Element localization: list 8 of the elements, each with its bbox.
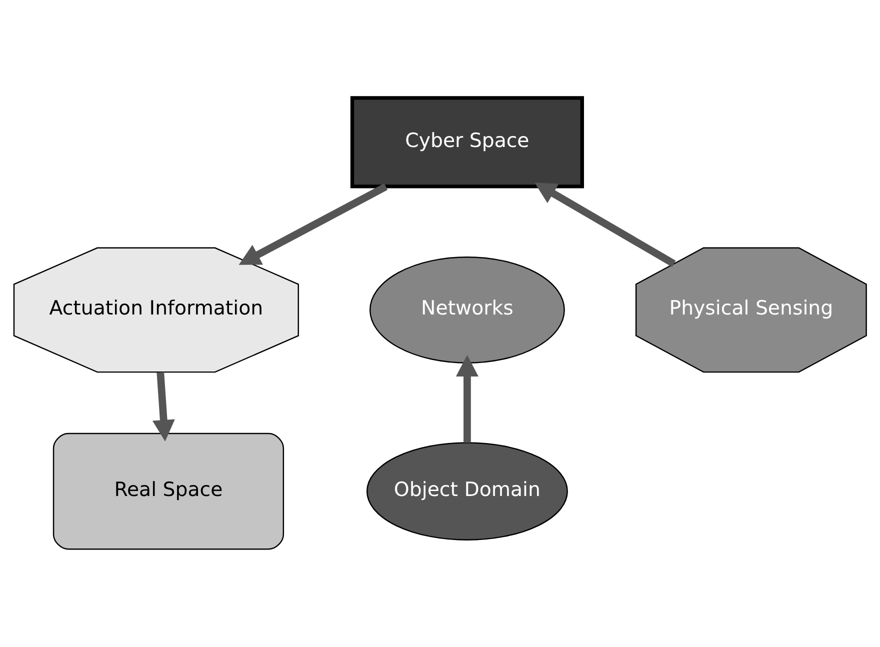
arrow xyxy=(534,182,676,267)
node-ellipse: Networks xyxy=(369,256,565,364)
node-box: Real Space xyxy=(52,432,284,550)
arrow xyxy=(456,355,478,443)
arrow xyxy=(238,183,388,265)
arrow xyxy=(152,372,175,442)
node-ellipse: Object Domain xyxy=(366,442,568,540)
node-box: Cyber Space xyxy=(350,96,584,188)
